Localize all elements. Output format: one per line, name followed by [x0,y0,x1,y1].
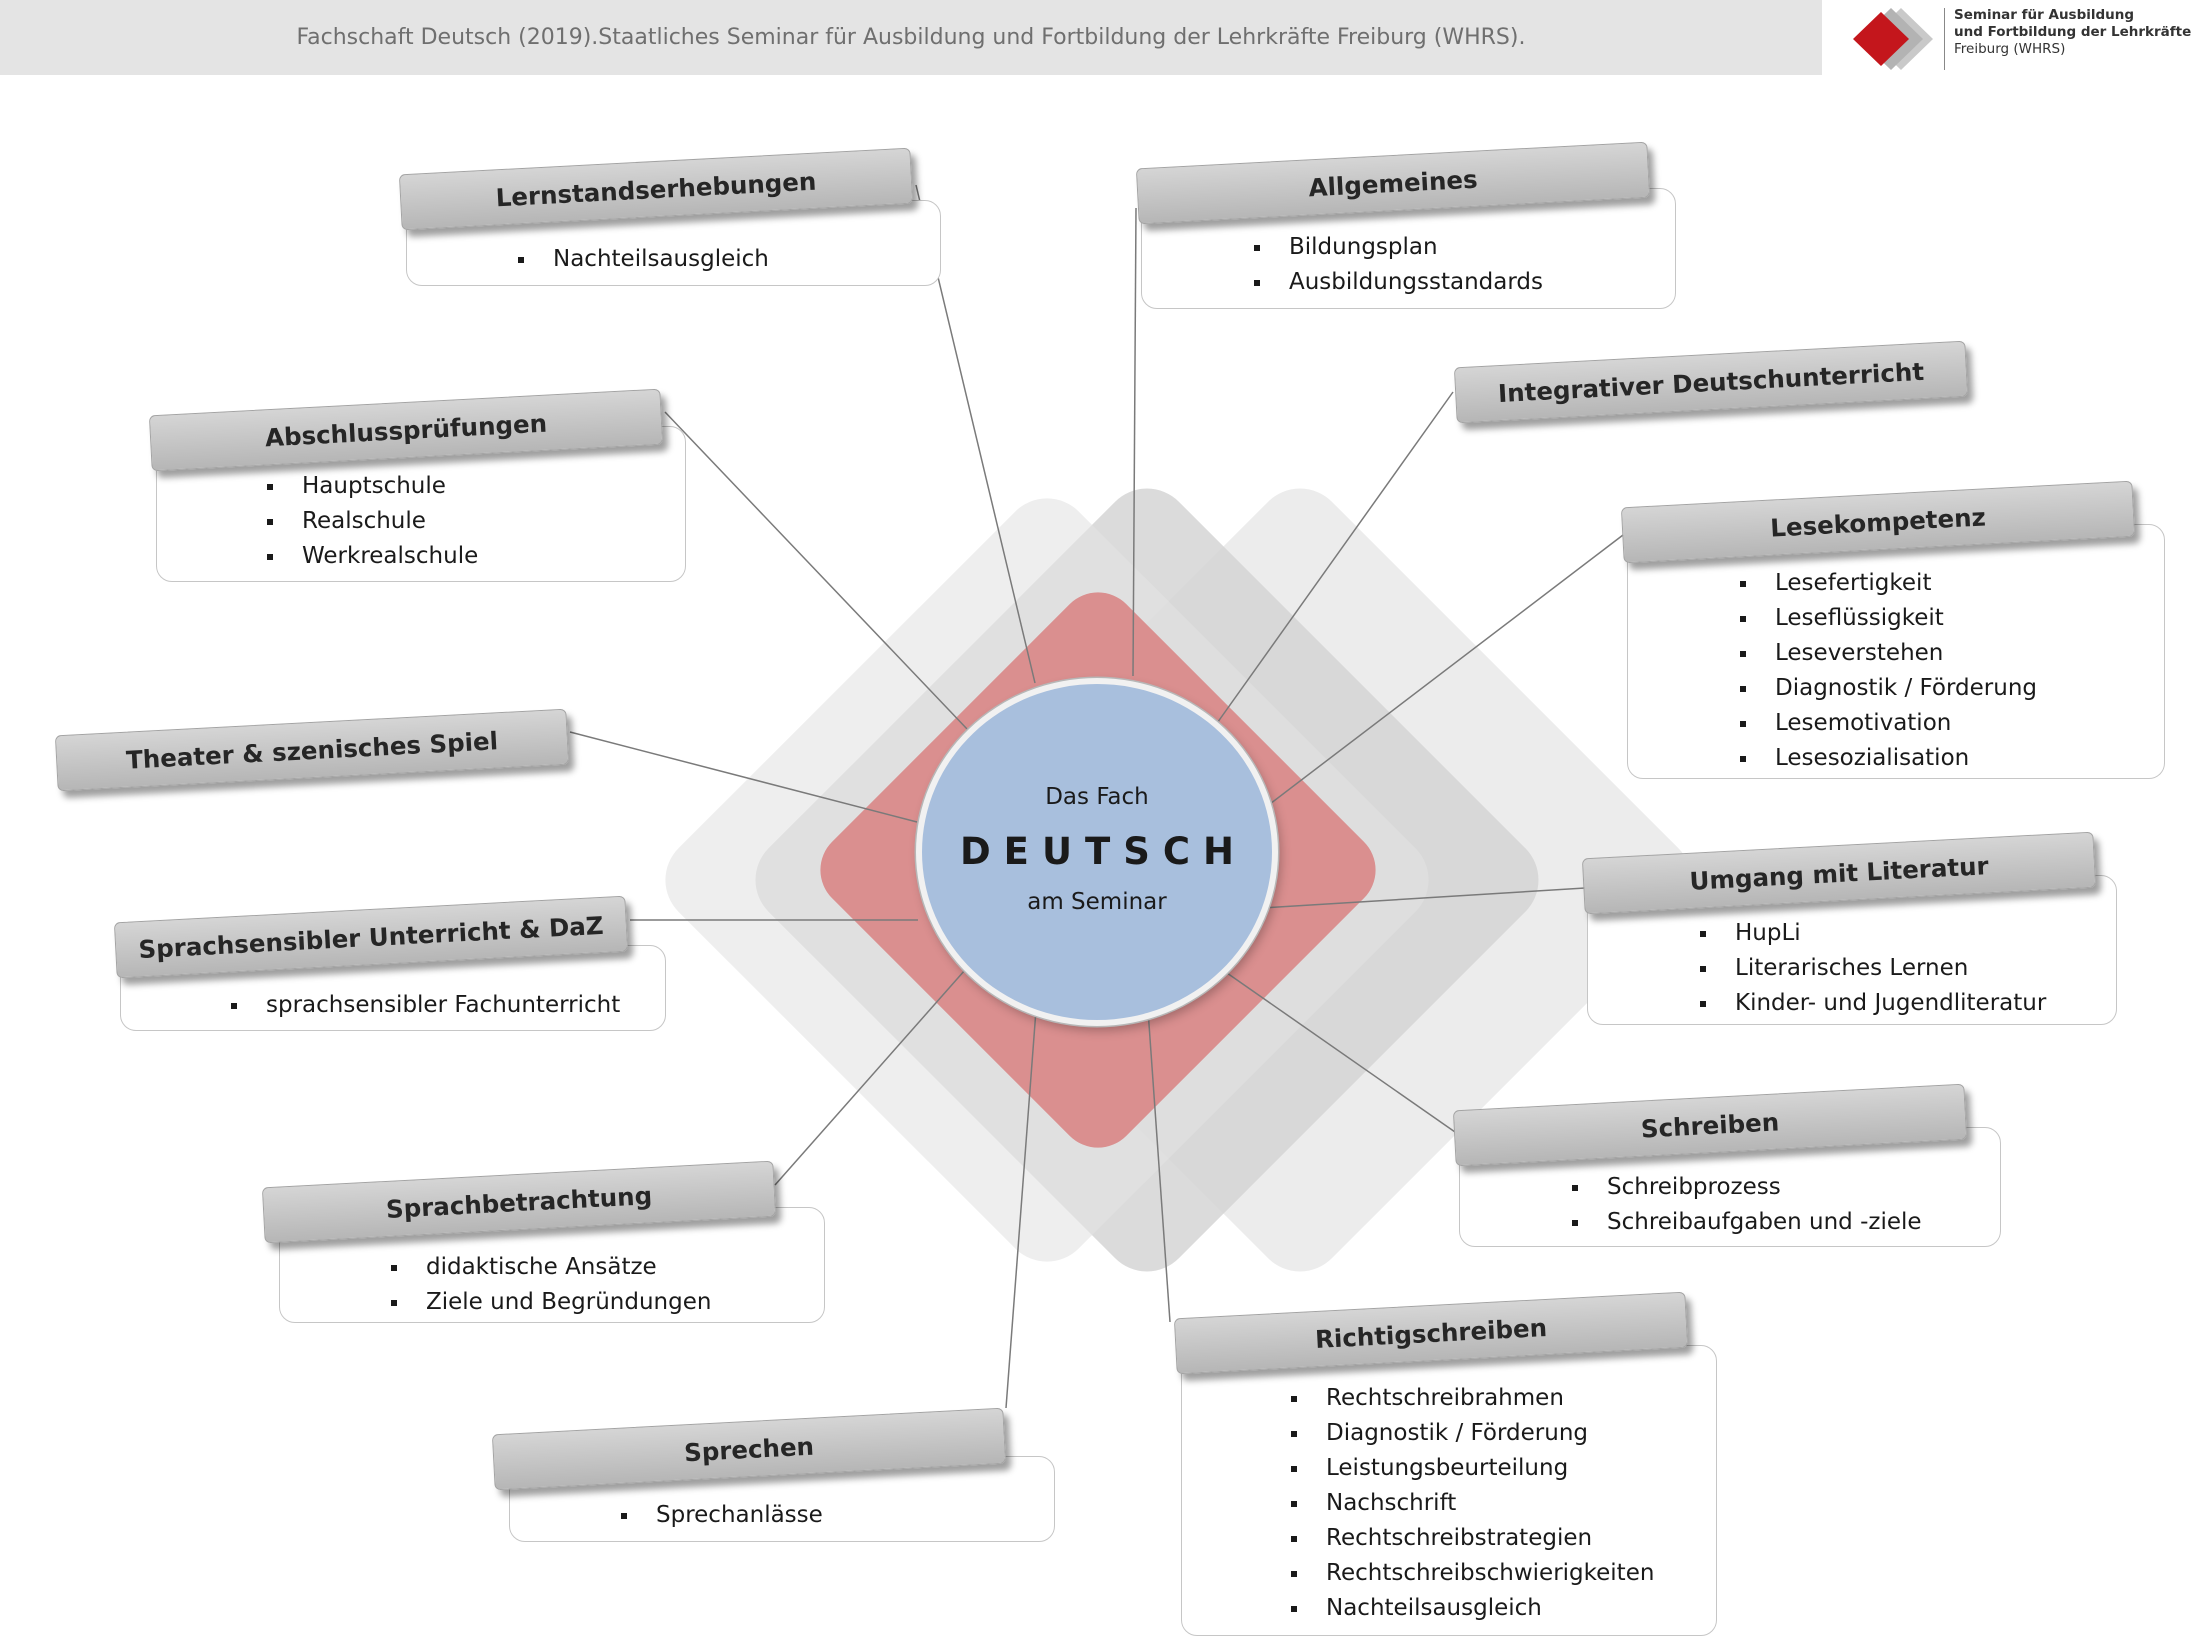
connector-line [1132,207,1137,677]
list-item: Rechtschreibschwierigkeiten [1291,1556,1716,1591]
connector-line [774,969,966,1186]
lernstandserhebungen-title: Lernstandserhebungen [494,166,817,212]
list-item: Schreibaufgaben und -ziele [1572,1205,2000,1240]
abschlusspruefungen-title: Abschlussprüfungen [264,408,548,452]
list-item: Nachteilsausgleich [1291,1591,1716,1626]
logo-line-2: und Fortbildung der Lehrkräfte [1954,24,2192,40]
center-title: DEUTSCH [959,830,1248,873]
theater-szenisches-spiel-title: Theater & szenisches Spiel [125,725,499,775]
connector-line [664,411,969,731]
list-item: Realschule [267,504,685,539]
connector-line [1214,391,1454,727]
list-item: Kinder- und Jugendliteratur [1700,986,2116,1021]
list-item: Hauptschule [267,469,685,504]
center-line-3: am Seminar [1027,889,1167,915]
seminar-logo: Seminar für Ausbildung und Fortbildung d… [1822,0,2200,75]
umgang-mit-literatur-title: Umgang mit Literatur [1688,850,1990,896]
allgemeines-title: Allgemeines [1307,164,1479,202]
connector-line [1261,887,1586,909]
center-circle: Das Fach DEUTSCH am Seminar [916,678,1278,1026]
integrativer-deutschunterricht-title: Integrativer Deutschunterricht [1497,356,1925,408]
richtigschreiben-box: Rechtschreibrahmen Diagnostik / Förderun… [1181,1345,1717,1636]
logo-text: Seminar für Ausbildung und Fortbildung d… [1954,7,2191,58]
logo-line-1: Seminar für Ausbildung [1954,7,2135,23]
list-item: Diagnostik / Förderung [1291,1416,1716,1451]
list-item: Diagnostik / Förderung [1740,671,2164,706]
lesekompetenz-title: Lesekompetenz [1769,501,1987,543]
logo-line-3: Freiburg (WHRS) [1954,41,2066,57]
list-item: Lesefertigkeit [1740,566,2164,601]
list-item: Leseverstehen [1740,636,2164,671]
list-item: Ausbildungsstandards [1254,265,1675,300]
connector-line [1005,1009,1037,1409]
logo-divider [1944,8,1945,70]
list-item: Nachteilsausgleich [518,242,940,277]
logo-diamond-icon [1853,8,1933,70]
center-line-1: Das Fach [1045,784,1149,810]
list-item: Ziele und Begründungen [391,1285,824,1320]
citation-text: Fachschaft Deutsch (2019).Staatliches Se… [296,25,1526,50]
list-item: Sprechanlässe [621,1498,1054,1533]
list-item: Literarisches Lernen [1700,951,2116,986]
connector-line [569,731,918,823]
connector-line [1147,1009,1171,1323]
schreiben-title: Schreiben [1640,1106,1780,1144]
connector-line [1226,972,1456,1133]
list-item: Nachschrift [1291,1486,1716,1521]
list-item: Rechtschreibstrategien [1291,1521,1716,1556]
list-item: Rechtschreibrahmen [1291,1381,1716,1416]
sprachbetrachtung-title: Sprachbetrachtung [385,1180,653,1224]
richtigschreiben-title: Richtigschreiben [1314,1312,1548,1354]
list-item: Lesemotivation [1740,706,2164,741]
list-item: didaktische Ansätze [391,1250,824,1285]
list-item: Leistungsbeurteilung [1291,1451,1716,1486]
sprachsensibler-unterricht-title: Sprachsensibler Unterricht & DaZ [137,910,605,964]
list-item: Lesesozialisation [1740,741,2164,776]
list-item: Leseflüssigkeit [1740,601,2164,636]
list-item: Werkrealschule [267,539,685,574]
connector-line [1261,534,1624,811]
list-item: sprachsensibler Fachunterricht [231,988,665,1023]
citation-bar [0,0,1822,75]
list-item: Schreibprozess [1572,1170,2000,1205]
list-item: HupLi [1700,916,2116,951]
sprechen-title: Sprechen [683,1431,815,1467]
list-item: Bildungsplan [1254,230,1675,265]
lesekompetenz-box: Lesefertigkeit Leseflüssigkeit Leseverst… [1627,524,2165,779]
